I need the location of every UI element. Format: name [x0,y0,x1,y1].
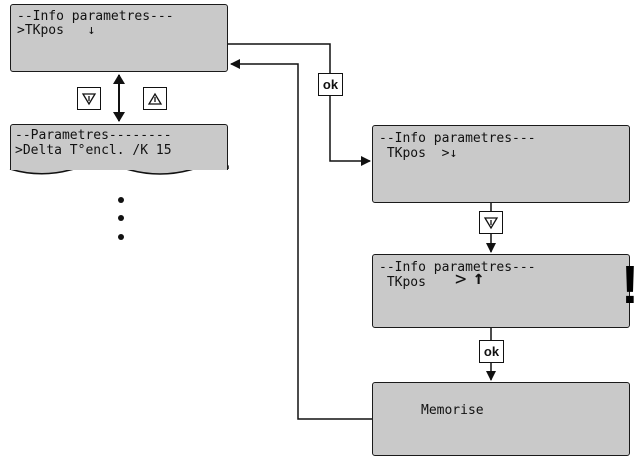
key-down-button[interactable] [77,87,101,110]
more-dot [118,215,124,221]
scroll-arrow-up-head [113,74,125,84]
lcd-line-1: --Parametres-------- [15,128,172,143]
key-up-icon [147,92,163,105]
lcd-info-selected: --Info parametres--- TKpos >↓ [372,125,630,203]
lcd-line-2: >TKpos ↓ [17,23,96,38]
key-down-icon [483,216,499,229]
ok-step-arrowhead [486,371,496,381]
ok-button[interactable]: ok [318,73,343,96]
arrow-up-icon: ↑ [473,267,485,289]
key-down-icon [81,92,97,105]
lcd-line-2: >Delta T°encl. /K 15 [15,143,172,158]
scroll-arrow-down-head [113,112,125,122]
lcd-parametres: --Parametres-------- >Delta T°encl. /K 1… [10,124,228,170]
lcd-line-1: --Info parametres--- [379,131,536,146]
lcd-line-2: TKpos >↓ [379,146,458,161]
more-dot [118,234,124,240]
key-down-button[interactable] [479,211,503,234]
lcd-info-editing: --Info parametres--- TKpos > ↑ [372,254,630,328]
lcd-cursor: > [455,268,467,290]
memorise-text: Memorise [421,403,484,418]
key-up-button[interactable] [143,87,167,110]
ok-button[interactable]: ok [479,340,504,363]
down-step-arrowhead [486,243,496,253]
lcd-line-1: --Info parametres--- [379,260,536,275]
lcd-line-1: --Info parametres--- [17,9,174,24]
warning-exclamation: ! [621,258,637,312]
lcd-line-2: TKpos [379,275,426,290]
lcd-info-initial: --Info parametres--- >TKpos ↓ [10,4,228,72]
lcd-memorise: Memorise [372,382,630,456]
ok-path-line [228,43,371,166]
return-path-line [230,59,372,420]
more-dot [118,197,124,203]
